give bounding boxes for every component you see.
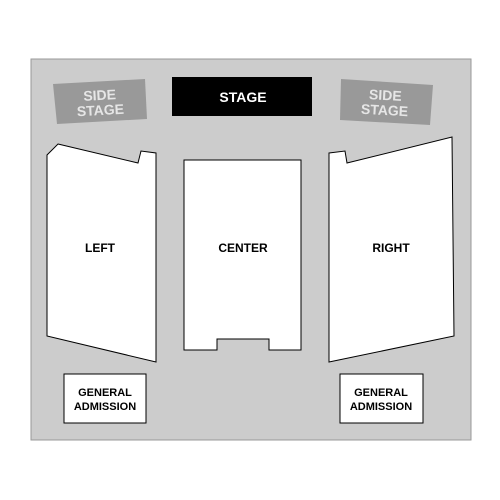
section-center-label: CENTER: [218, 241, 268, 255]
section-general-admission-left-line2: ADMISSION: [74, 401, 136, 413]
section-general-admission-right-line1: GENERAL: [354, 387, 408, 399]
section-general-admission-right[interactable]: GENERAL ADMISSION: [339, 373, 424, 424]
stage-label: STAGE: [219, 89, 266, 105]
side-stage-right-line1: SIDE: [369, 86, 402, 104]
side-stage-right-shape: [340, 79, 433, 125]
section-left-shape[interactable]: [46, 143, 157, 363]
section-center[interactable]: CENTER: [183, 159, 302, 351]
section-general-admission-left[interactable]: GENERAL ADMISSION: [63, 373, 147, 424]
section-right-label: RIGHT: [372, 241, 410, 255]
section-general-admission-left-shape[interactable]: [63, 373, 147, 424]
stage-shape: [172, 77, 312, 116]
section-right[interactable]: RIGHT: [328, 136, 455, 363]
section-general-admission-left-line1: GENERAL: [78, 387, 132, 399]
side-stage-left-line1: SIDE: [83, 86, 116, 104]
section-center-shape[interactable]: [183, 159, 302, 351]
section-right-shape[interactable]: [328, 136, 455, 363]
section-general-admission-right-shape[interactable]: [339, 373, 424, 424]
side-stage-left-shape: [53, 79, 147, 124]
section-left[interactable]: LEFT: [46, 143, 157, 363]
stage: STAGE: [172, 77, 312, 116]
section-general-admission-right-line2: ADMISSION: [350, 401, 412, 413]
section-left-label: LEFT: [85, 241, 116, 255]
side-stage-right: SIDE STAGE: [340, 79, 433, 125]
side-stage-left: SIDE STAGE: [53, 79, 147, 124]
side-stage-left-line2: STAGE: [76, 101, 124, 119]
side-stage-right-line2: STAGE: [361, 101, 409, 119]
